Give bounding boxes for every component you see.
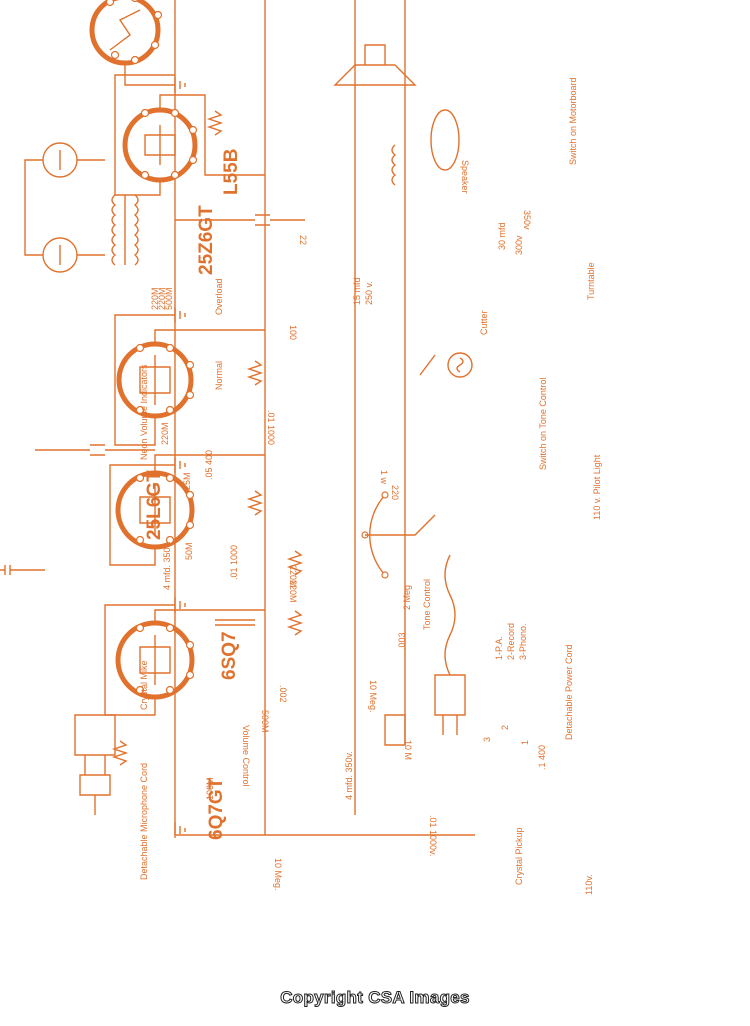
label-crystal-pickup: Crystal Pickup — [514, 827, 524, 885]
label-turntable: Turntable — [586, 262, 596, 300]
value-r-22: 22 — [298, 235, 308, 245]
value-c-01-1000v: .01 1000v. — [428, 815, 438, 856]
label-cutter: Cutter — [479, 310, 489, 335]
value-c-15mfd: 15 mfd — [352, 277, 362, 305]
value-r-220m-d: 220M — [288, 565, 298, 588]
turntable — [430, 109, 460, 171]
label-power-cord: Detachable Power Cord — [564, 644, 574, 740]
value-r-10meg-b: 10 Meg. — [273, 858, 283, 891]
tube-label-6sq7: 6SQ7 — [219, 631, 240, 680]
value-c-05-400: .05 400 — [204, 450, 214, 480]
label-sw-pa: 1-P.A. — [494, 636, 504, 660]
tube-l55b — [89, 0, 175, 86]
tone-switch — [419, 354, 436, 376]
tube-6q7gt — [104, 604, 265, 716]
value-c-003: .003 — [397, 632, 407, 650]
value-r-50m: 50M — [184, 542, 194, 560]
value-r-10m: 10 M — [403, 740, 413, 760]
pilot-light — [447, 352, 473, 378]
value-r-220m-b: 220M — [157, 287, 167, 310]
value-r-500m-n: 500M — [164, 287, 174, 310]
value-c-350v-spk: 350v — [522, 210, 532, 230]
neon-normal — [42, 237, 78, 273]
label-110v: 110v. — [584, 874, 594, 895]
value-r-500m-v: 500M — [260, 710, 270, 733]
value-r-100: 100 — [288, 325, 298, 340]
value-r-220m-c: 220M — [160, 422, 170, 445]
value-c-01-1000: .01 1000 — [266, 410, 276, 445]
value-r-100m: 100M — [205, 777, 215, 800]
value-r-220m-e: 220M — [288, 580, 298, 603]
value-r-25m: 25M — [182, 472, 192, 490]
radio-schematic: L55B 25Z6GT 25L6GT 6SQ7 6Q7GT Speaker Sw… — [0, 0, 602, 895]
value-c-1-400: .1 400 — [537, 745, 547, 770]
label-sw-2: 2 — [500, 725, 510, 730]
tube-25l6gt — [114, 314, 265, 446]
cutter-coil — [391, 144, 397, 186]
value-r-10meg-a: 10 Meg. — [368, 680, 378, 713]
label-volume-control: Volume Control — [241, 725, 251, 787]
label-sw-1: 1 — [520, 740, 530, 745]
power-plug — [434, 554, 466, 735]
value-r-1w: 1 w — [379, 470, 389, 485]
tube-6sq7 — [109, 454, 265, 566]
value-r-220: 220 — [390, 485, 400, 500]
label-sw-record: 2-Record — [506, 623, 516, 660]
value-r-220m-a: 220M — [150, 287, 160, 310]
label-crystal-mike: Crystal Mike — [139, 660, 149, 710]
value-c-4mfd-350-b: 4 mfd. 350v. — [344, 751, 354, 800]
label-switch-tone: Switch on Tone Control — [538, 378, 548, 470]
tube-label-25l6gt: 25L6GT — [144, 470, 165, 540]
value-r-2meg: 2 Meg — [402, 585, 412, 610]
tube-25z6gt — [114, 74, 265, 196]
value-c-01-1000-b: .01 1000 — [229, 545, 239, 580]
label-sw-phono: 3-Phono. — [518, 623, 528, 660]
crystal-mike — [0, 565, 45, 575]
tube-label-l55b: L55B — [221, 149, 242, 195]
label-switch-motorboard: Switch on Motorboard — [568, 77, 578, 165]
tube-label-25z6gt: 25Z6GT — [196, 205, 217, 275]
label-neon-indicators: Neon Volume Indicators — [139, 364, 149, 460]
label-tone-control: Tone Control — [422, 579, 432, 630]
copyright-text: Copyright CSA Images — [280, 988, 470, 1008]
label-sw-3: 3 — [482, 737, 492, 742]
label-overload: Overload — [214, 278, 224, 315]
tube-label-6q7gt: 6Q7GT — [206, 777, 227, 840]
label-pilot-light: 110 v. Pilot Light — [592, 454, 602, 520]
value-c-300v: 300v — [514, 235, 524, 255]
value-c-002: .002 — [278, 685, 288, 703]
neon-overload — [42, 142, 78, 178]
output-transformer — [111, 194, 139, 266]
value-c-4mfd-350-a: 4 mfd. 350v. — [162, 541, 172, 590]
microphone-jack — [74, 714, 116, 815]
value-c-250v: 250 v. — [364, 281, 374, 305]
crystal-pickup — [384, 714, 406, 746]
label-speaker: Speaker — [460, 160, 470, 194]
value-c-30mfd: 30 mfd — [497, 222, 507, 250]
label-normal: Normal — [214, 361, 224, 390]
speaker — [333, 44, 417, 86]
label-mic-cord: Detachable Microphone Cord — [139, 763, 149, 880]
